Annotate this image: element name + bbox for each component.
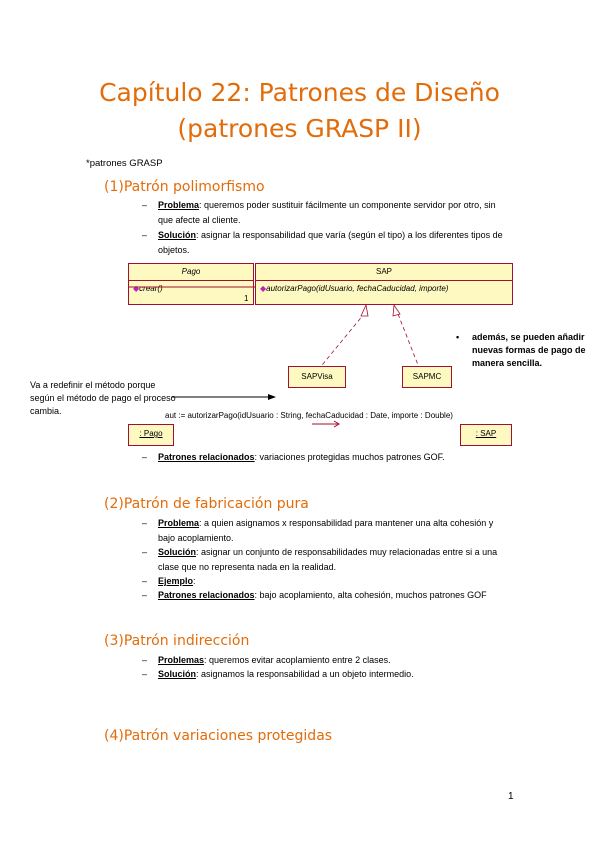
class-sap: SAP ◆autorizarPago(idUsuario, fechaCaduc… <box>255 263 513 305</box>
s3-problemas-item: – Problemas: queremos evitar acoplamient… <box>142 655 391 665</box>
s1-problema-item: – Problema: queremos poder sustituir fác… <box>142 200 496 225</box>
s3-solucion-item: – Solución: asignamos la responsabilidad… <box>142 669 414 679</box>
s2-ejemplo-item: – Ejemplo: <box>142 576 196 586</box>
class-pago: Pago ◆crear() <box>128 263 254 305</box>
class-sapvisa: SAPVisa <box>288 366 346 388</box>
section-4-heading: (4)Patrón variaciones protegidas <box>104 728 333 744</box>
object-pago: : Pago <box>128 424 174 446</box>
s2-relacionados-item: – Patrones relacionados: bajo acoplamien… <box>142 590 487 600</box>
object-sap: : SAP <box>460 424 512 446</box>
note-left: Va a redefinir el método porque según el… <box>30 380 176 416</box>
page-subtitle: (patrones GRASP II) <box>177 114 422 143</box>
s1-solucion-item: – Solución: asignar la responsabilidad q… <box>142 230 503 255</box>
note-right: •además, se pueden añadir nuevas formas … <box>456 332 586 368</box>
class-sapmc: SAPMC <box>402 366 452 388</box>
intro-text: *patrones GRASP <box>86 158 163 169</box>
sequence-message: aut := autorizarPago(idUsuario : String,… <box>165 411 453 420</box>
page-title: Capítulo 22: Patrones de Diseño <box>99 78 500 107</box>
section-3-heading: (3)Patrón indirección <box>104 633 250 649</box>
section-2-heading: (2)Patrón de fabricación pura <box>104 496 309 512</box>
s2-solucion-item: – Solución: asignar un conjunto de respo… <box>142 547 498 572</box>
s1-relacionados-item: – Patrones relacionados: variaciones pro… <box>142 452 445 462</box>
s2-problema-item: – Problema: a quien asignamos x responsa… <box>142 518 494 543</box>
page-number: 1 <box>508 791 514 802</box>
multiplicity-label: 1 <box>244 294 249 303</box>
section-1-heading: (1)Patrón polimorfismo <box>104 179 265 195</box>
